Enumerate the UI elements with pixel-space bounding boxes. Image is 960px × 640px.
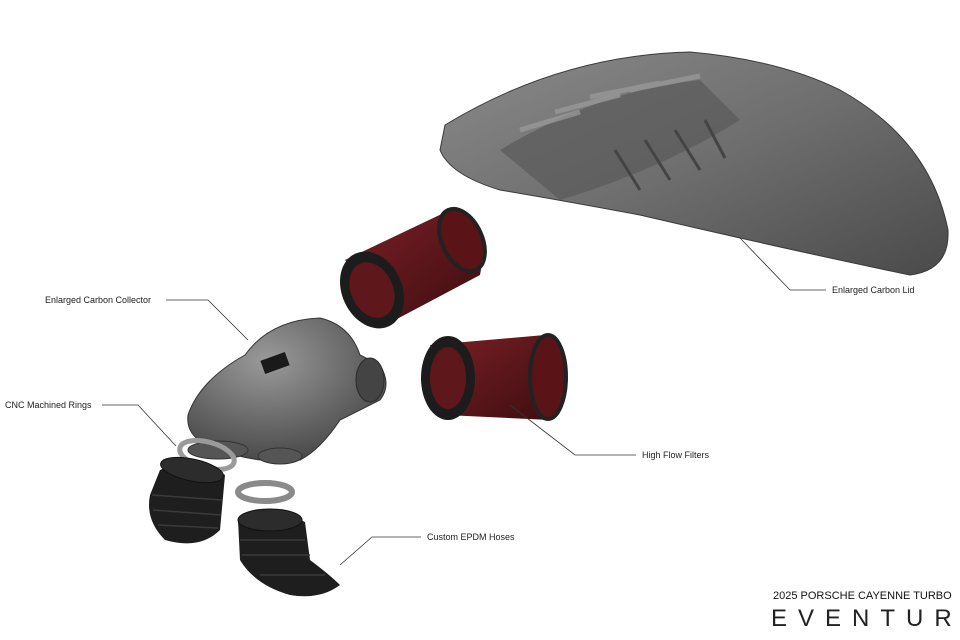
label-rings: CNC Machined Rings bbox=[5, 400, 92, 410]
label-lid: Enlarged Carbon Lid bbox=[832, 285, 915, 295]
carbon-lid-part bbox=[439, 51, 949, 276]
air-filter-upper bbox=[339, 206, 487, 329]
logo-text: EVENTURI bbox=[771, 605, 960, 632]
air-filter-lower bbox=[421, 333, 568, 421]
label-collector: Enlarged Carbon Collector bbox=[45, 295, 152, 305]
leader-line-rings bbox=[102, 404, 177, 447]
leader-line-lid bbox=[739, 237, 826, 291]
leader-line-collector bbox=[166, 299, 249, 341]
leader-line-hoses bbox=[339, 536, 421, 566]
leader-line-filters bbox=[509, 404, 636, 456]
label-hoses: Custom EPDM Hoses bbox=[427, 532, 515, 542]
epdm-hoses bbox=[149, 456, 340, 597]
eventuri-logo: EVENTURI bbox=[771, 605, 960, 633]
carbon-collector-part bbox=[187, 317, 387, 465]
collector-badge bbox=[260, 351, 290, 375]
vehicle-title: 2025 PORSCHE CAYENNE TURBO bbox=[773, 590, 952, 602]
label-filters: High Flow Filters bbox=[642, 450, 710, 460]
